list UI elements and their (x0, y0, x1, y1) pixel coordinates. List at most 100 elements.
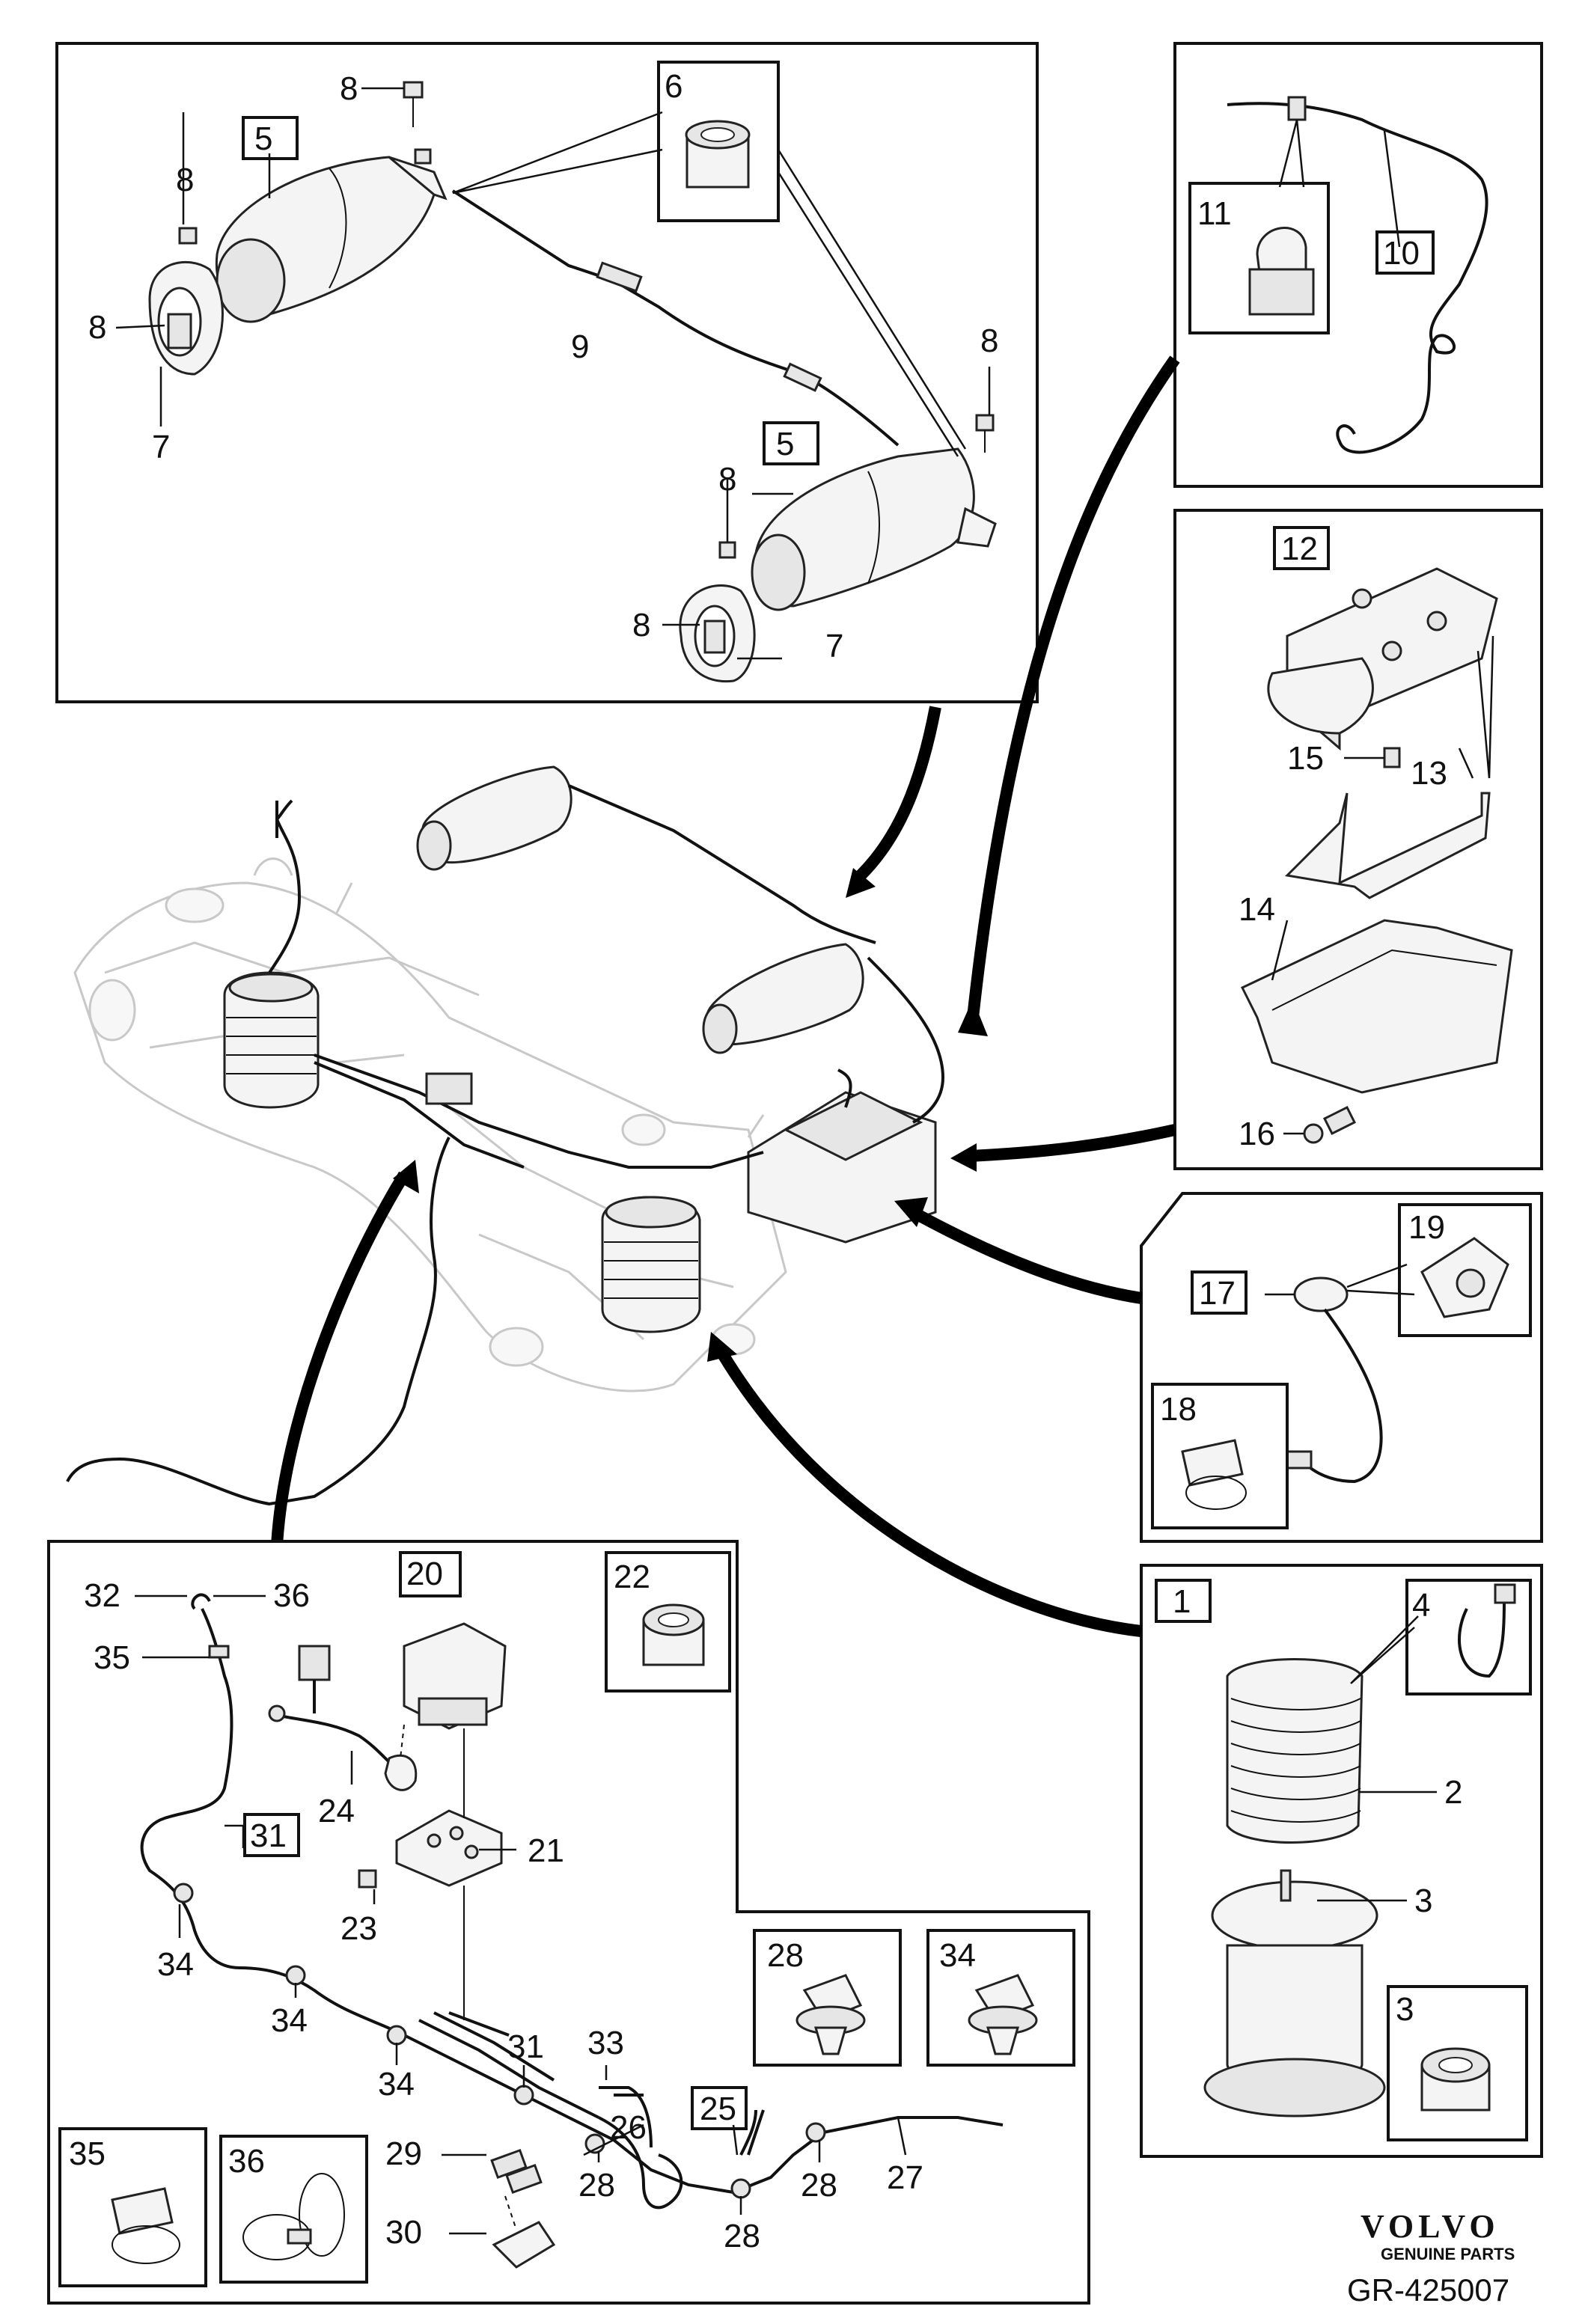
compressor-overview (747, 1091, 937, 1244)
union-29 (490, 2148, 543, 2195)
callout-33: 33 (587, 2025, 624, 2061)
callout-3: 3 (1396, 1991, 1414, 2028)
callout-15: 15 (1287, 740, 1324, 777)
callout-20: 20 (406, 1556, 443, 1592)
callout-28: 28 (578, 2167, 615, 2204)
nut-3 (1420, 2047, 1491, 2112)
callout-8: 8 (176, 162, 194, 198)
accumulator-lower (751, 447, 997, 611)
callout-8: 8 (632, 607, 650, 643)
callout-31: 31 (507, 2028, 544, 2065)
bracket-21 (395, 1809, 503, 1887)
bracket-19 (1420, 1237, 1509, 1318)
panel-pipe-10: 11 10 (1173, 42, 1543, 488)
callout-2: 2 (1444, 1774, 1462, 1811)
bolt-icon (178, 81, 995, 559)
callout-28: 28 (767, 1937, 804, 1974)
grommet-28 (513, 2085, 826, 2199)
callout-36: 36 (228, 2143, 265, 2180)
callout-34: 34 (378, 2066, 415, 2103)
diagram-reference: GR-425007 (1347, 2272, 1509, 2308)
callout-23: 23 (341, 1910, 377, 1947)
air-spring-left (223, 971, 320, 1109)
callout-arrows (271, 355, 1180, 1637)
panel-height-sensor: 17 18 19 (1140, 1192, 1543, 1543)
bolt-23 (358, 1869, 377, 1889)
clip-35-detail (111, 2187, 180, 2264)
callout-8: 8 (88, 309, 106, 346)
valve-block-20 (403, 1622, 507, 1730)
callout-16: 16 (1239, 1116, 1275, 1152)
callout-5: 5 (254, 120, 272, 157)
callout-7: 7 (152, 429, 170, 465)
callout-3: 3 (1414, 1883, 1432, 1919)
callout-12: 12 (1281, 530, 1318, 567)
callout-9: 9 (571, 328, 589, 365)
callout-8: 8 (340, 70, 358, 107)
callout-22: 22 (614, 1559, 650, 1595)
clip-11 (1248, 227, 1315, 316)
cover-14 (1240, 919, 1513, 1094)
callout-19: 19 (1408, 1209, 1445, 1246)
clip-28-detail (796, 1974, 866, 2055)
subframe-overview (66, 765, 945, 1506)
callout-13: 13 (1411, 755, 1447, 792)
callout-35: 35 (69, 2135, 106, 2172)
callout-11: 11 (1197, 195, 1232, 232)
volvo-branding: VOLVO GENUINE PARTS GR-425007 (1347, 2208, 1515, 2308)
callout-35: 35 (94, 1639, 130, 1676)
union-nut-6 (685, 120, 751, 189)
callout-31: 31 (250, 1817, 287, 1854)
callout-24: 24 (318, 1793, 355, 1829)
callout-29: 29 (385, 2135, 422, 2172)
callout-21: 21 (528, 1832, 564, 1869)
compressor-12 (1267, 567, 1498, 751)
piston-3 (1203, 1869, 1386, 2117)
accumulator-overview-upper (416, 765, 572, 871)
callout-18: 18 (1160, 1391, 1197, 1428)
screw-15 (1383, 747, 1401, 768)
strap-36-detail (242, 2173, 345, 2260)
air-pipe-10 (1227, 102, 1488, 454)
callout-6: 6 (665, 68, 682, 105)
screw-16 (1303, 1105, 1357, 1144)
wire-4 (1458, 1583, 1516, 1678)
callout-8: 8 (718, 461, 736, 498)
callout-34: 34 (271, 2002, 308, 2039)
bracket-13 (1284, 792, 1491, 899)
clamp-lower (679, 584, 756, 683)
callout-25: 25 (700, 2091, 736, 2127)
callout-10: 10 (1383, 235, 1420, 272)
clip-30 (492, 2221, 556, 2269)
panel-valve-block: 32 36 35 20 22 31 24 21 23 34 34 34 31 3… (47, 1540, 1090, 2305)
callout-7: 7 (825, 628, 843, 664)
callout-36: 36 (273, 1577, 310, 1614)
callout-17: 17 (1199, 1275, 1236, 1312)
bellows-2 (1226, 1658, 1364, 1844)
air-spring-right (601, 1196, 701, 1333)
nut-22 (642, 1603, 705, 1666)
brand-subtext: GENUINE PARTS (1381, 2245, 1515, 2263)
grommet-34 (173, 1883, 407, 2046)
callout-26: 26 (610, 2109, 647, 2146)
callout-5: 5 (776, 426, 794, 462)
callout-27: 27 (887, 2159, 923, 2196)
callout-4: 4 (1412, 1587, 1430, 1624)
clamp-upper (148, 260, 224, 376)
panel-accumulators: 5 8 8 8 7 9 6 8 5 8 8 7 (55, 42, 1039, 703)
panel-air-spring: 1 4 2 3 3 (1140, 1564, 1543, 2158)
clip-18 (1181, 1439, 1247, 1510)
callout-34: 34 (939, 1937, 976, 1974)
callout-14: 14 (1239, 891, 1275, 928)
harness-24 (268, 1645, 418, 1791)
clip-34-detail (968, 1974, 1038, 2055)
valve-block-overview (425, 1072, 473, 1105)
callout-28: 28 (801, 2167, 837, 2204)
callout-34: 34 (157, 1946, 194, 1983)
callout-32: 32 (84, 1577, 120, 1614)
sensor-17 (1286, 1276, 1383, 1484)
callout-28: 28 (724, 2218, 760, 2254)
callout-30: 30 (385, 2214, 422, 2251)
callout-8: 8 (980, 322, 998, 359)
